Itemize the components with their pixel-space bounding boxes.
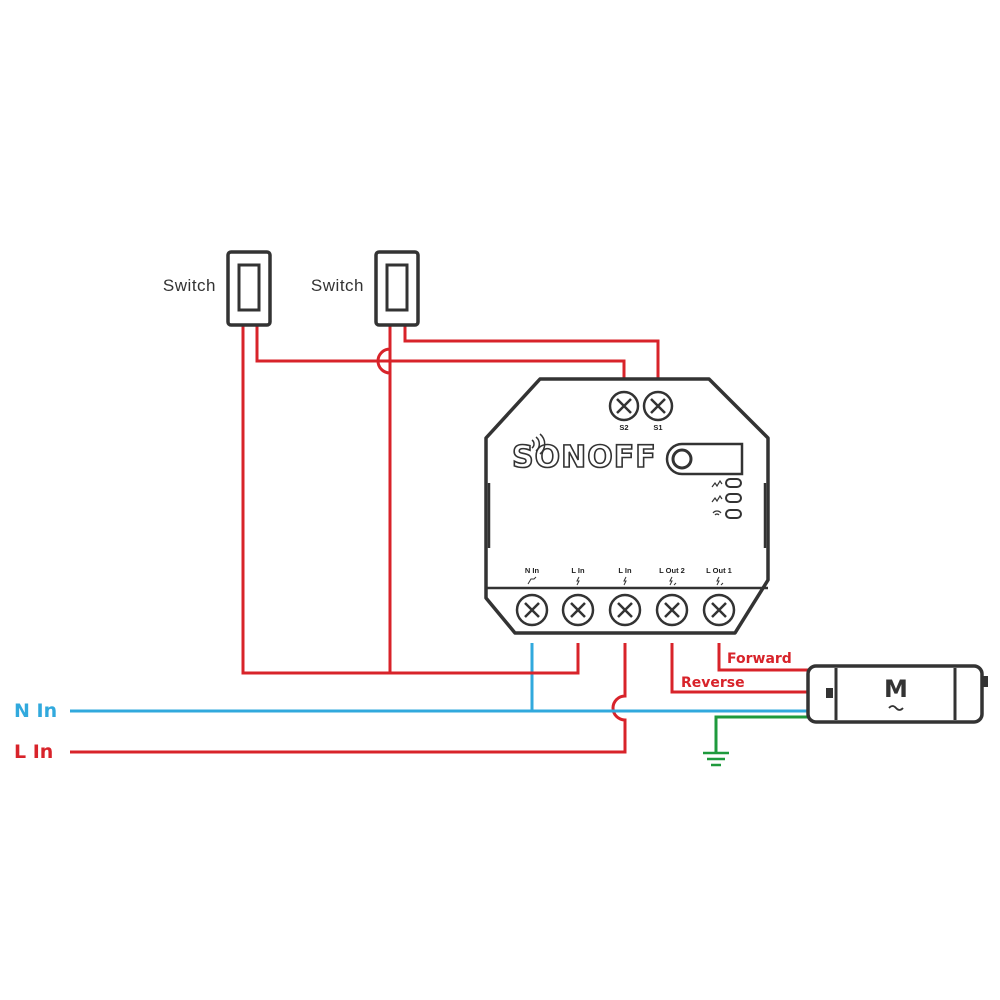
live-out-symbol-icon xyxy=(669,576,677,586)
l-in-label: L In xyxy=(14,741,53,763)
pairing-button[interactable] xyxy=(665,442,744,476)
forward-label: Forward xyxy=(727,651,792,667)
switch-2[interactable] xyxy=(374,250,420,327)
neutral-symbol-icon xyxy=(527,576,537,585)
motor: M xyxy=(806,664,988,724)
wires xyxy=(70,325,808,754)
switch2-common-wire xyxy=(376,325,392,673)
terminal-l-out-1[interactable] xyxy=(702,593,736,627)
ac-tilde-icon xyxy=(888,705,904,711)
motor-symbol: M xyxy=(884,675,908,703)
ground-icon xyxy=(703,751,729,767)
live-symbol-icon xyxy=(576,576,580,586)
sonoff-module: SONOFF xyxy=(484,377,770,635)
terminal-s1-label: S1 xyxy=(653,423,662,432)
terminal-l-in-2[interactable] xyxy=(608,593,642,627)
terminal-s1[interactable] xyxy=(642,390,674,422)
terminal-l-out-2-label: L Out 2 xyxy=(659,566,685,575)
switch-common-wire xyxy=(241,325,580,675)
earth-wire xyxy=(714,715,808,752)
terminal-l-in-2-label: L In xyxy=(618,566,632,575)
channel-2-icon xyxy=(711,494,723,503)
wifi-icon xyxy=(712,510,722,516)
terminal-l-out-1-label: L Out 1 xyxy=(706,566,732,575)
terminal-n-in[interactable] xyxy=(515,593,549,627)
l-in-wire xyxy=(70,643,627,754)
forward-wire xyxy=(717,643,808,672)
switch-2-label: Switch xyxy=(311,276,364,295)
module-body xyxy=(484,377,770,635)
wifi-signal-icon xyxy=(531,433,546,455)
status-leds xyxy=(725,478,742,519)
reverse-label: Reverse xyxy=(681,675,745,691)
n-in-label: N In xyxy=(14,700,57,722)
live-out-symbol-icon xyxy=(716,576,724,586)
terminal-l-out-2[interactable] xyxy=(655,593,689,627)
terminal-s2-label: S2 xyxy=(619,423,628,432)
terminal-l-in-1[interactable] xyxy=(561,593,595,627)
terminal-s2[interactable] xyxy=(608,390,640,422)
live-symbol-icon xyxy=(623,576,627,586)
switch-1-label: Switch xyxy=(163,276,216,295)
reverse-wire xyxy=(670,643,808,694)
s1-wire xyxy=(403,325,660,388)
s2-wire xyxy=(255,325,626,388)
terminal-n-in-label: N In xyxy=(525,566,540,575)
channel-1-icon xyxy=(711,479,723,488)
brand-logo: SONOFF xyxy=(512,440,657,475)
terminal-l-in-1-label: L In xyxy=(571,566,585,575)
switch-1[interactable] xyxy=(226,250,272,327)
